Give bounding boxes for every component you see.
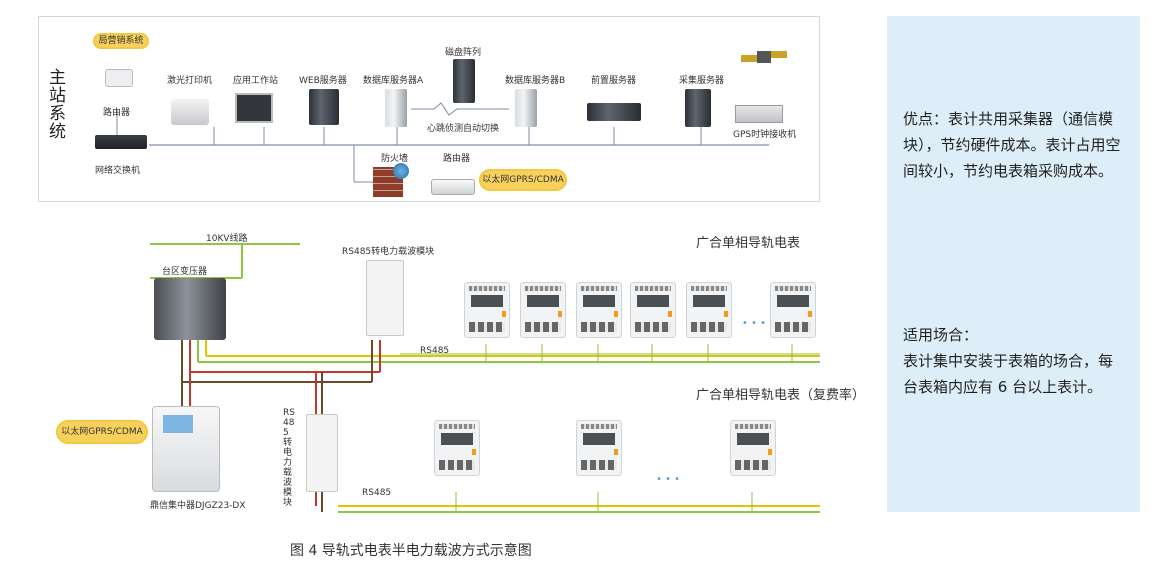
satellite-icon — [741, 45, 787, 71]
ellipsis-lower: • • • — [656, 474, 681, 485]
wiring-lines — [150, 243, 820, 513]
front-server-icon — [587, 103, 641, 121]
rs485-carrier-module-top-icon — [366, 260, 404, 336]
marketing-system-label: 局营销系统 — [98, 36, 144, 46]
line-10kv-label: 10KV线路 — [206, 234, 248, 244]
rail-meter-dual-rate — [730, 420, 776, 476]
advantages-text: 优点：表计共用采集器（通信模块），节约硬件成本。表计占用空间较小，节约电表箱采购… — [903, 110, 1121, 180]
ethernet-gprs-label-top: 以太网GPRS/CDMA — [482, 175, 564, 185]
rail-meter — [464, 282, 510, 338]
ethernet-gprs-label-bottom: 以太网GPRS/CDMA — [61, 427, 143, 437]
concentrator-icon — [152, 406, 220, 492]
rail-meter — [576, 282, 622, 338]
rail-meter — [630, 282, 676, 338]
router-label: 路由器 — [103, 108, 131, 118]
meters-title-upper: 广合单相导轨电表 — [696, 236, 801, 251]
scenario-title: 适用场合： — [903, 326, 979, 344]
network-switch-icon — [95, 135, 147, 149]
rs485-label-upper: RS485 — [420, 346, 450, 356]
rail-meter-dual-rate — [576, 420, 622, 476]
rail-meter-dual-rate — [434, 420, 480, 476]
disk-array-label: 磁盘阵列 — [445, 48, 482, 58]
rail-meter — [520, 282, 566, 338]
rail-meter — [686, 282, 732, 338]
rail-meter — [770, 282, 816, 338]
gps-receiver-label: GPS时钟接收机 — [733, 130, 797, 140]
title-char: 系 — [49, 104, 66, 124]
db-server-b-label: 数据库服务器B — [505, 76, 566, 86]
db-server-a-icon — [385, 89, 407, 127]
db-server-a-label: 数据库服务器A — [363, 76, 424, 86]
rs485-module-top-label: RS485转电力载波模块 — [342, 247, 435, 257]
scenario-text: 表计集中安装于表箱的场合，每台表箱内应有 6 台以上表计。 — [903, 352, 1114, 396]
router2-label: 路由器 — [443, 154, 471, 164]
printer-icon — [171, 99, 209, 125]
transformer-icon — [154, 278, 226, 340]
network-switch-label: 网络交换机 — [95, 166, 141, 176]
ethernet-gprs-cloud-top: 以太网GPRS/CDMA — [479, 169, 567, 191]
rs485-module-side-label: RS485转电力载波模块 — [283, 408, 295, 508]
db-server-b-icon — [515, 89, 537, 127]
ethernet-gprs-cloud-bottom: 以太网GPRS/CDMA — [56, 420, 148, 444]
info-side-panel: 优点：表计共用采集器（通信模块），节约硬件成本。表计占用空间较小，节约电表箱采购… — [887, 16, 1140, 512]
laser-printer-label: 激光打印机 — [167, 76, 213, 86]
title-char: 站 — [49, 86, 66, 106]
gps-receiver-icon — [735, 105, 783, 123]
concentrator-screen — [163, 415, 193, 433]
rs485-carrier-module-side-icon — [306, 414, 338, 492]
router-icon — [105, 69, 133, 87]
rs485-label-lower: RS485 — [362, 488, 392, 498]
ellipsis-upper: • • • — [742, 318, 767, 329]
front-server-label: 前置服务器 — [591, 76, 637, 86]
globe-icon — [393, 163, 409, 179]
disk-array-icon — [453, 59, 475, 103]
title-char: 主 — [49, 68, 66, 88]
collect-server-icon — [685, 89, 711, 127]
web-server-label: WEB服务器 — [299, 76, 347, 86]
web-server-icon — [309, 89, 339, 125]
heartbeat-label: 心跳侦测自动切换 — [427, 124, 500, 134]
concentrator-label: 鼎信集中器DJGZ23-DX — [150, 501, 246, 511]
collect-server-label: 采集服务器 — [679, 76, 725, 86]
router2-icon — [431, 179, 475, 195]
marketing-system-cloud: 局营销系统 — [93, 33, 149, 49]
master-station-panel: 主 站 系 统 局营销系统 路由器 网络交换机 激光打印机 应用工作站 WEB服… — [38, 16, 820, 202]
workstation-monitor-icon — [235, 93, 273, 123]
meters-title-lower: 广合单相导轨电表（复费率） — [696, 388, 866, 403]
transformer-label: 台区变压器 — [162, 267, 208, 277]
figure-caption: 图 4 导轨式电表半电力载波方式示意图 — [290, 543, 532, 559]
firewall-label: 防火墙 — [381, 154, 409, 164]
title-char: 统 — [49, 122, 66, 142]
master-station-title: 主 站 系 统 — [49, 69, 71, 141]
workstation-label: 应用工作站 — [233, 76, 279, 86]
